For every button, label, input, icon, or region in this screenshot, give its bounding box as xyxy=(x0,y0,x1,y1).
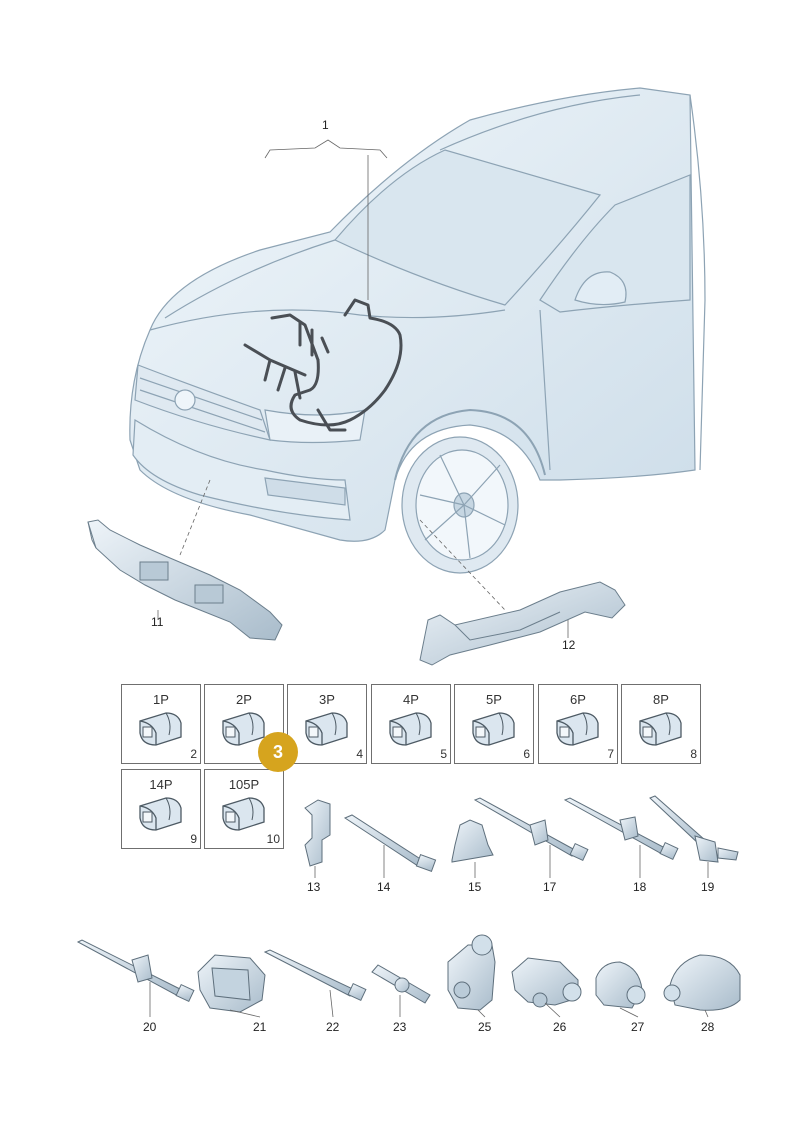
connector-pin-count: 6P xyxy=(570,692,586,707)
vehicle-illustration xyxy=(129,87,706,574)
connector-callout-number: 2 xyxy=(190,747,197,761)
connector-box: 4P 5 xyxy=(371,684,451,764)
connector-housing-icon xyxy=(139,797,182,831)
callout-26: 26 xyxy=(553,1020,567,1034)
callout-23: 23 xyxy=(393,1020,407,1034)
connector-housing-icon xyxy=(222,712,265,746)
wiring-harness xyxy=(243,298,403,432)
connector-housing-icon xyxy=(139,712,182,746)
callout-11: 11 xyxy=(151,615,164,629)
connector-box: 14P 9 xyxy=(121,769,201,849)
callout-1: 1 xyxy=(322,118,329,132)
connector-pin-count: 2P xyxy=(236,692,252,707)
connector-housing-icon xyxy=(222,797,265,831)
highlight-badge: 3 xyxy=(258,732,298,772)
connector-callout-number: 8 xyxy=(690,747,697,761)
part-12-harness-cover xyxy=(419,581,626,666)
connector-pin-count: 105P xyxy=(228,777,260,792)
callout-13: 13 xyxy=(307,880,321,894)
callout-25: 25 xyxy=(478,1020,492,1034)
connector-housing-icon xyxy=(389,712,432,746)
callout-14: 14 xyxy=(377,880,391,894)
connector-pin-count: 1P xyxy=(153,692,169,707)
callout-20: 20 xyxy=(143,1020,157,1034)
connector-housing-icon xyxy=(472,712,515,746)
connector-callout-number: 4 xyxy=(356,747,363,761)
callout-18: 18 xyxy=(633,880,647,894)
callout-15: 15 xyxy=(468,880,482,894)
connector-callout-number: 10 xyxy=(266,832,280,846)
connector-callout-number: 9 xyxy=(190,832,197,846)
connector-box: 1P 2 xyxy=(121,684,201,764)
connector-box: 2P3 xyxy=(204,684,284,764)
connector-pin-count: 5P xyxy=(486,692,502,707)
connector-housing-icon xyxy=(556,712,599,746)
callout-12: 12 xyxy=(562,638,576,652)
connector-box: 105P 10 xyxy=(204,769,284,849)
callout-28: 28 xyxy=(701,1020,715,1034)
connector-housing-icon xyxy=(305,712,348,746)
connector-callout-number: 6 xyxy=(523,747,530,761)
connector-callout-number: 7 xyxy=(607,747,614,761)
connector-box: 3P 4 xyxy=(287,684,367,764)
lower-leaders xyxy=(149,845,709,1018)
connector-box: 5P 6 xyxy=(454,684,534,764)
connector-box: 6P 7 xyxy=(538,684,618,764)
connector-pin-count: 4P xyxy=(403,692,419,707)
callout-22: 22 xyxy=(326,1020,340,1034)
callout-27: 27 xyxy=(631,1020,645,1034)
connector-pin-count: 3P xyxy=(319,692,335,707)
connector-housing-icon xyxy=(639,712,682,746)
connector-pin-count: 8P xyxy=(653,692,669,707)
part-11-harness-bracket xyxy=(87,519,283,641)
small-parts xyxy=(76,795,741,1013)
callout-19: 19 xyxy=(701,880,715,894)
connector-box: 8P 8 xyxy=(621,684,701,764)
connector-callout-number: 5 xyxy=(440,747,447,761)
callout-17: 17 xyxy=(543,880,557,894)
connector-pin-count: 14P xyxy=(149,777,173,792)
callout-21: 21 xyxy=(253,1020,267,1034)
